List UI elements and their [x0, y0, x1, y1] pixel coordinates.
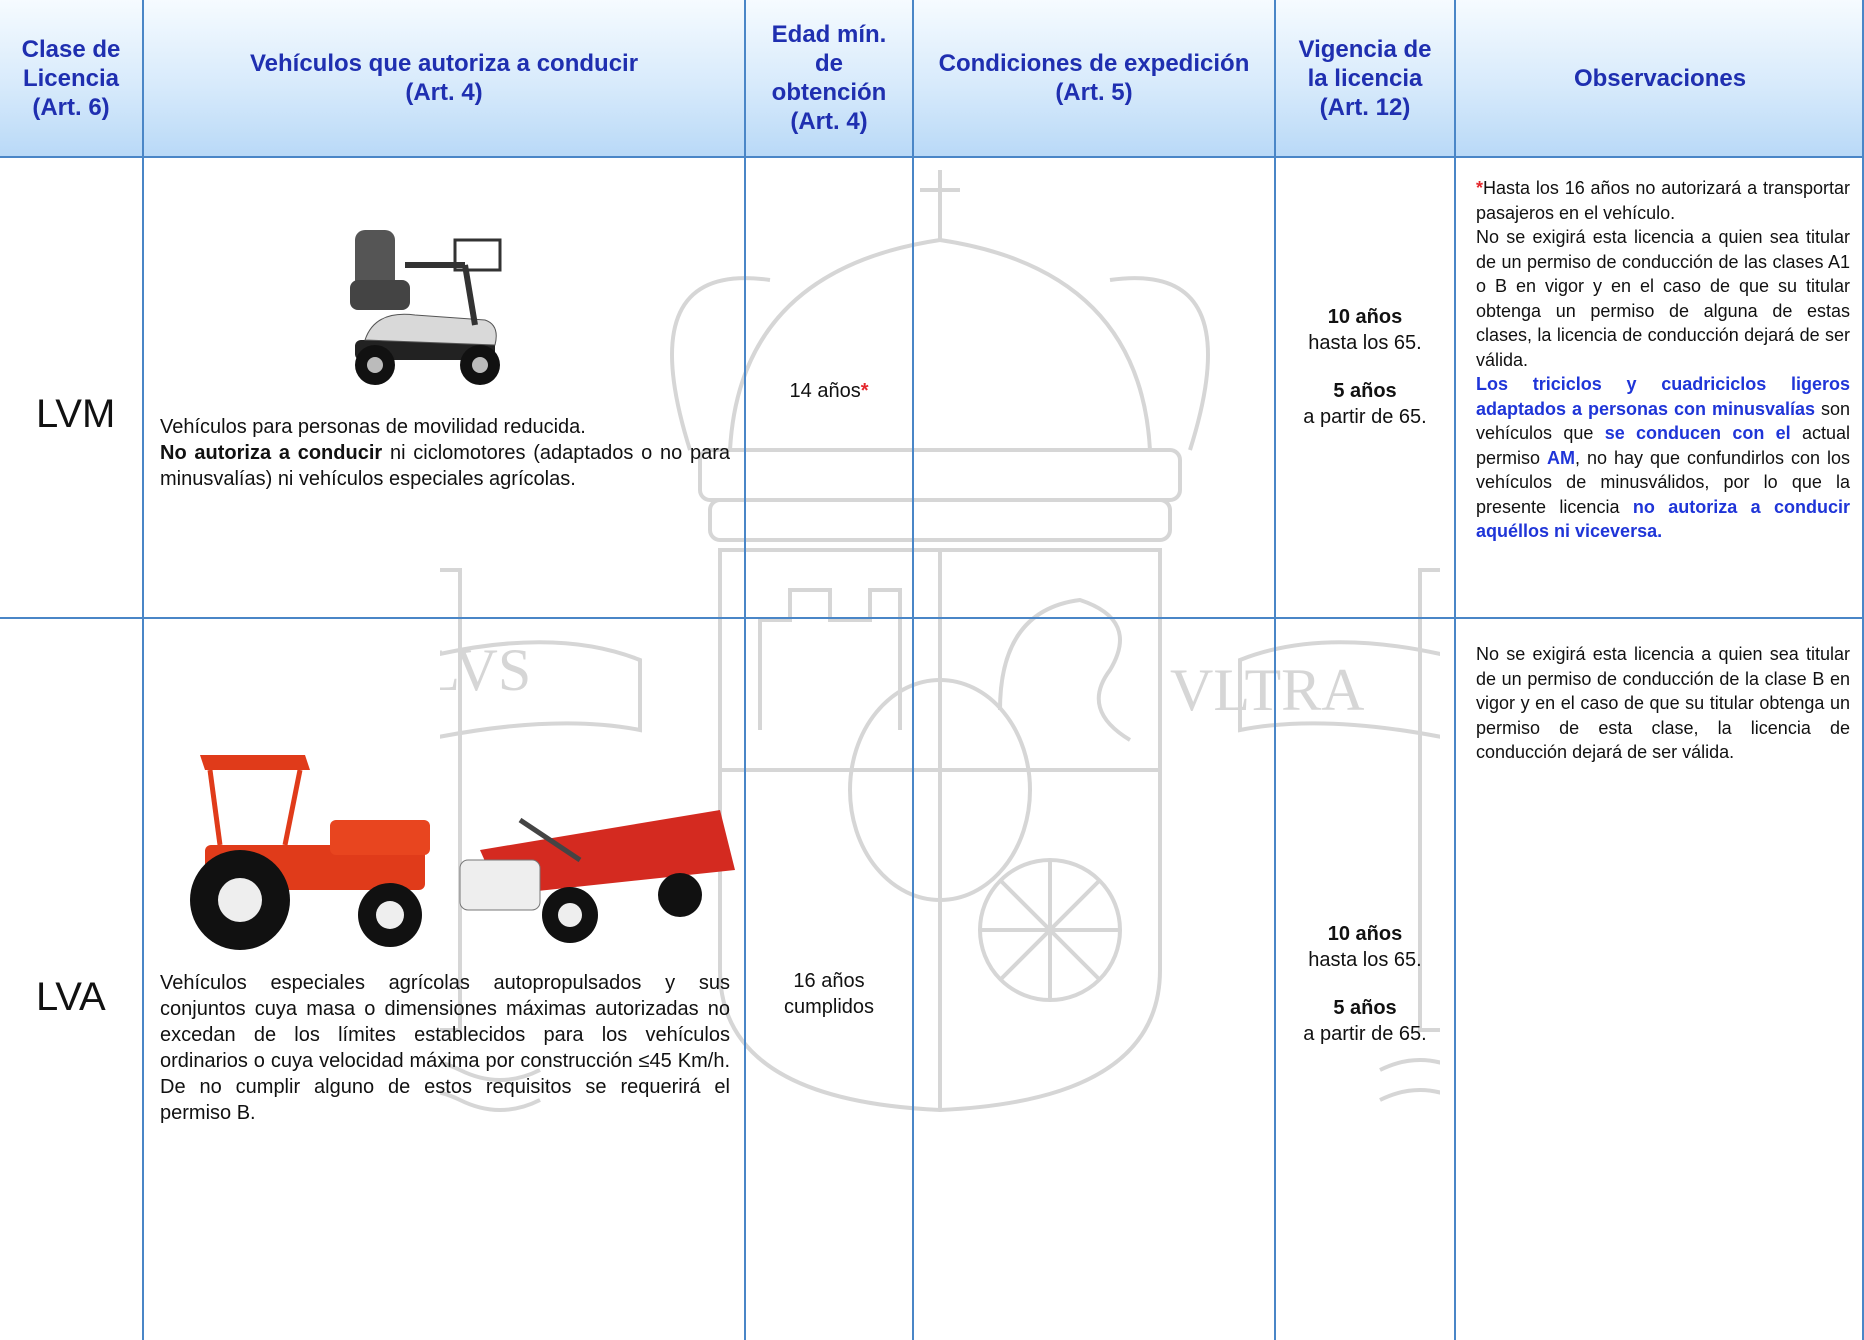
lvm-vehicles: Vehículos para personas de movilidad red…	[160, 416, 731, 490]
grid-line	[142, 0, 144, 1340]
grid-line	[0, 156, 1864, 158]
lvm-min-age: 14 años*	[789, 380, 869, 402]
header-vehiculos: Vehículos que autoriza a conducir(Art. 4…	[144, 0, 744, 156]
lvm-observations: *Hasta los 16 años no autorizará a trans…	[1476, 178, 1850, 541]
grid-line	[1862, 0, 1864, 1340]
lva-min-age: 16 años cumplidos	[783, 970, 875, 1018]
lva-observations: No se exigirá esta licencia a quien sea …	[1476, 644, 1850, 762]
license-class-lva: LVA	[36, 975, 106, 1019]
grid-line	[1454, 0, 1456, 1340]
grid-line	[912, 0, 914, 1340]
tractor-image	[190, 755, 735, 950]
lvm-validity: 10 años hasta los 65. 5 años a partir de…	[1303, 306, 1427, 428]
header-observaciones: Observaciones	[1456, 0, 1864, 156]
grid-line	[744, 0, 746, 1340]
license-class-lvm: LVM	[36, 392, 116, 436]
mobility-scooter-image	[350, 230, 502, 385]
motto-left: PLVS	[440, 637, 531, 703]
lva-vehicles: Vehículos especiales agrícolas autopropu…	[160, 972, 730, 1124]
grid-line	[1274, 0, 1276, 1340]
grid-line	[0, 617, 1864, 619]
motto-right: VLTRA	[1170, 657, 1364, 723]
lva-validity: 10 años hasta los 65. 5 años a partir de…	[1303, 923, 1427, 1045]
header-condiciones: Condiciones de expedición(Art. 5)	[914, 0, 1274, 156]
